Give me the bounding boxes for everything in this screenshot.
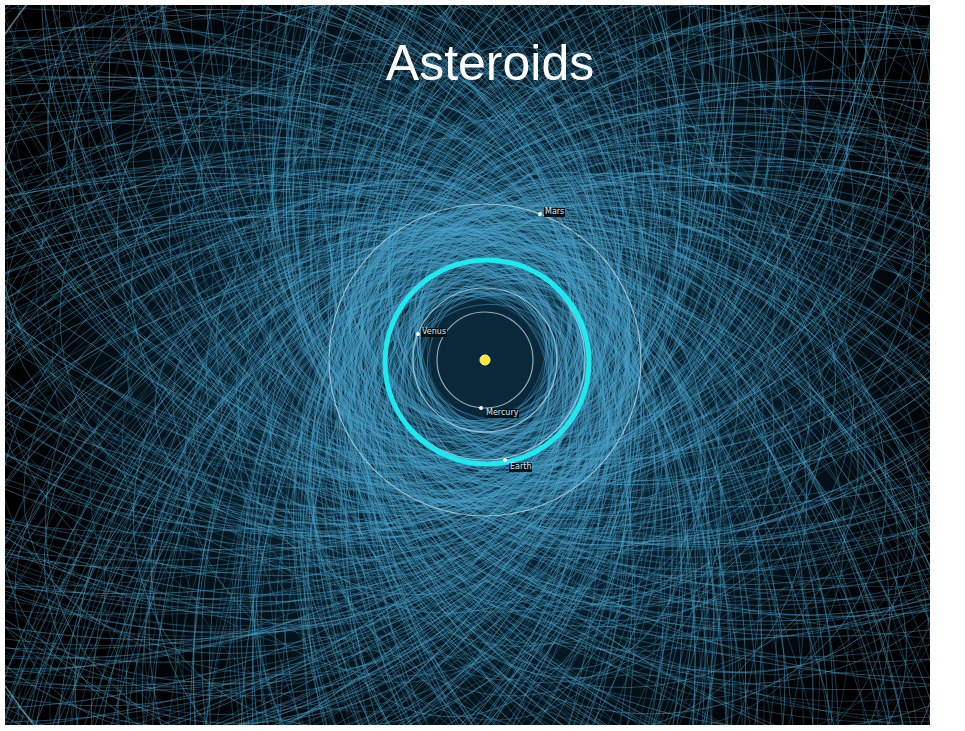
asteroid-orbit (128, 5, 930, 690)
asteroid-orbit (46, 5, 843, 487)
asteroid-orbit (5, 5, 642, 725)
asteroid-orbit (5, 69, 852, 725)
asteroid-orbit (330, 249, 740, 716)
asteroid-orbit (83, 5, 930, 725)
planet-orbit (329, 204, 641, 516)
asteroid-orbit (248, 5, 688, 470)
asteroid-orbit (405, 18, 930, 664)
asteroid-orbit (5, 5, 881, 679)
asteroid-orbit (272, 214, 736, 725)
asteroid-orbit (88, 5, 788, 467)
asteroid-orbit (280, 5, 930, 582)
asteroid-orbit (5, 116, 709, 725)
asteroid-orbit (5, 5, 813, 616)
asteroid-orbit (5, 190, 748, 725)
asteroid-orbit (5, 5, 886, 618)
asteroid-orbit (5, 5, 753, 686)
asteroid-orbit (177, 5, 930, 725)
asteroid-orbit (5, 5, 888, 596)
asteroid-orbit (202, 252, 930, 725)
asteroid-orbit (5, 63, 638, 725)
asteroid-orbits (5, 5, 930, 725)
asteroid-orbit (5, 5, 637, 618)
asteroid-orbit (309, 5, 930, 588)
asteroid-orbit (5, 185, 816, 725)
asteroid-orbit (5, 5, 900, 725)
asteroid-orbit (86, 18, 930, 725)
asteroid-orbit (5, 5, 671, 725)
asteroid-orbit (77, 190, 787, 725)
planet-label: Earth (509, 463, 532, 472)
asteroid-orbit (5, 109, 839, 725)
asteroid-orbit (5, 5, 757, 725)
asteroid-orbit (30, 114, 739, 725)
asteroid-orbit (220, 5, 670, 465)
asteroid-orbit (348, 5, 930, 721)
asteroid-orbit (263, 5, 866, 528)
asteroid-orbit (5, 5, 712, 630)
asteroid-orbit (50, 39, 930, 725)
asteroid-orbit (5, 39, 617, 725)
asteroid-orbit (5, 67, 615, 640)
asteroid-orbit (5, 5, 772, 725)
asteroid-orbit (201, 5, 798, 490)
asteroid-orbit (192, 46, 930, 725)
asteroid-orbit (5, 106, 621, 725)
asteroid-orbit (37, 5, 793, 499)
asteroid-orbit (5, 27, 792, 725)
asteroid-orbit (309, 5, 930, 660)
asteroid-orbit (5, 109, 631, 725)
asteroid-orbit (5, 185, 713, 725)
asteroid-orbit (192, 5, 733, 441)
asteroid-orbit (334, 221, 772, 672)
planet-label: Mars (544, 208, 565, 217)
asteroid-orbit (142, 83, 930, 725)
planet-orbit (437, 312, 533, 408)
asteroid-orbit (362, 288, 637, 619)
asteroid-orbit (239, 5, 817, 576)
asteroid-orbit (290, 5, 930, 514)
planet-label: Mercury (485, 409, 519, 418)
asteroid-orbit (5, 135, 620, 725)
planet-orbit (413, 288, 557, 432)
sun (480, 355, 490, 365)
asteroid-orbit (182, 5, 930, 645)
asteroid-orbit (250, 85, 930, 725)
earth-orbit-highlight (385, 260, 589, 464)
asteroid-orbit (5, 101, 635, 699)
asteroid-orbit (5, 5, 641, 725)
asteroid-orbit (280, 5, 930, 683)
asteroid-orbit (5, 9, 718, 725)
asteroid-orbit (330, 61, 930, 725)
planet-dot (538, 212, 542, 216)
planet-dot (479, 406, 483, 410)
asteroid-orbit (125, 5, 861, 514)
asteroid-orbit (5, 48, 611, 691)
asteroid-orbit (354, 81, 930, 643)
outer-orbit (5, 5, 930, 725)
title: Asteroids (386, 36, 594, 91)
asteroid-orbit (5, 76, 745, 725)
asteroid-orbit (165, 218, 831, 725)
asteroid-orbit (247, 5, 930, 722)
asteroid-orbit (5, 196, 814, 725)
asteroid-orbit (101, 5, 930, 627)
asteroid-orbit (5, 5, 718, 725)
asteroid-orbit (69, 5, 930, 714)
planet-dot (416, 332, 420, 336)
asteroid-orbit (5, 5, 771, 630)
asteroid-orbit (232, 5, 930, 725)
asteroid-orbit (266, 100, 930, 725)
planet-dot (503, 458, 507, 462)
asteroid-orbit (317, 5, 930, 621)
asteroid-orbit (5, 6, 638, 725)
asteroid-orbit (196, 5, 819, 529)
planet-label: Venus (421, 328, 447, 337)
asteroid-orbit (260, 5, 930, 725)
